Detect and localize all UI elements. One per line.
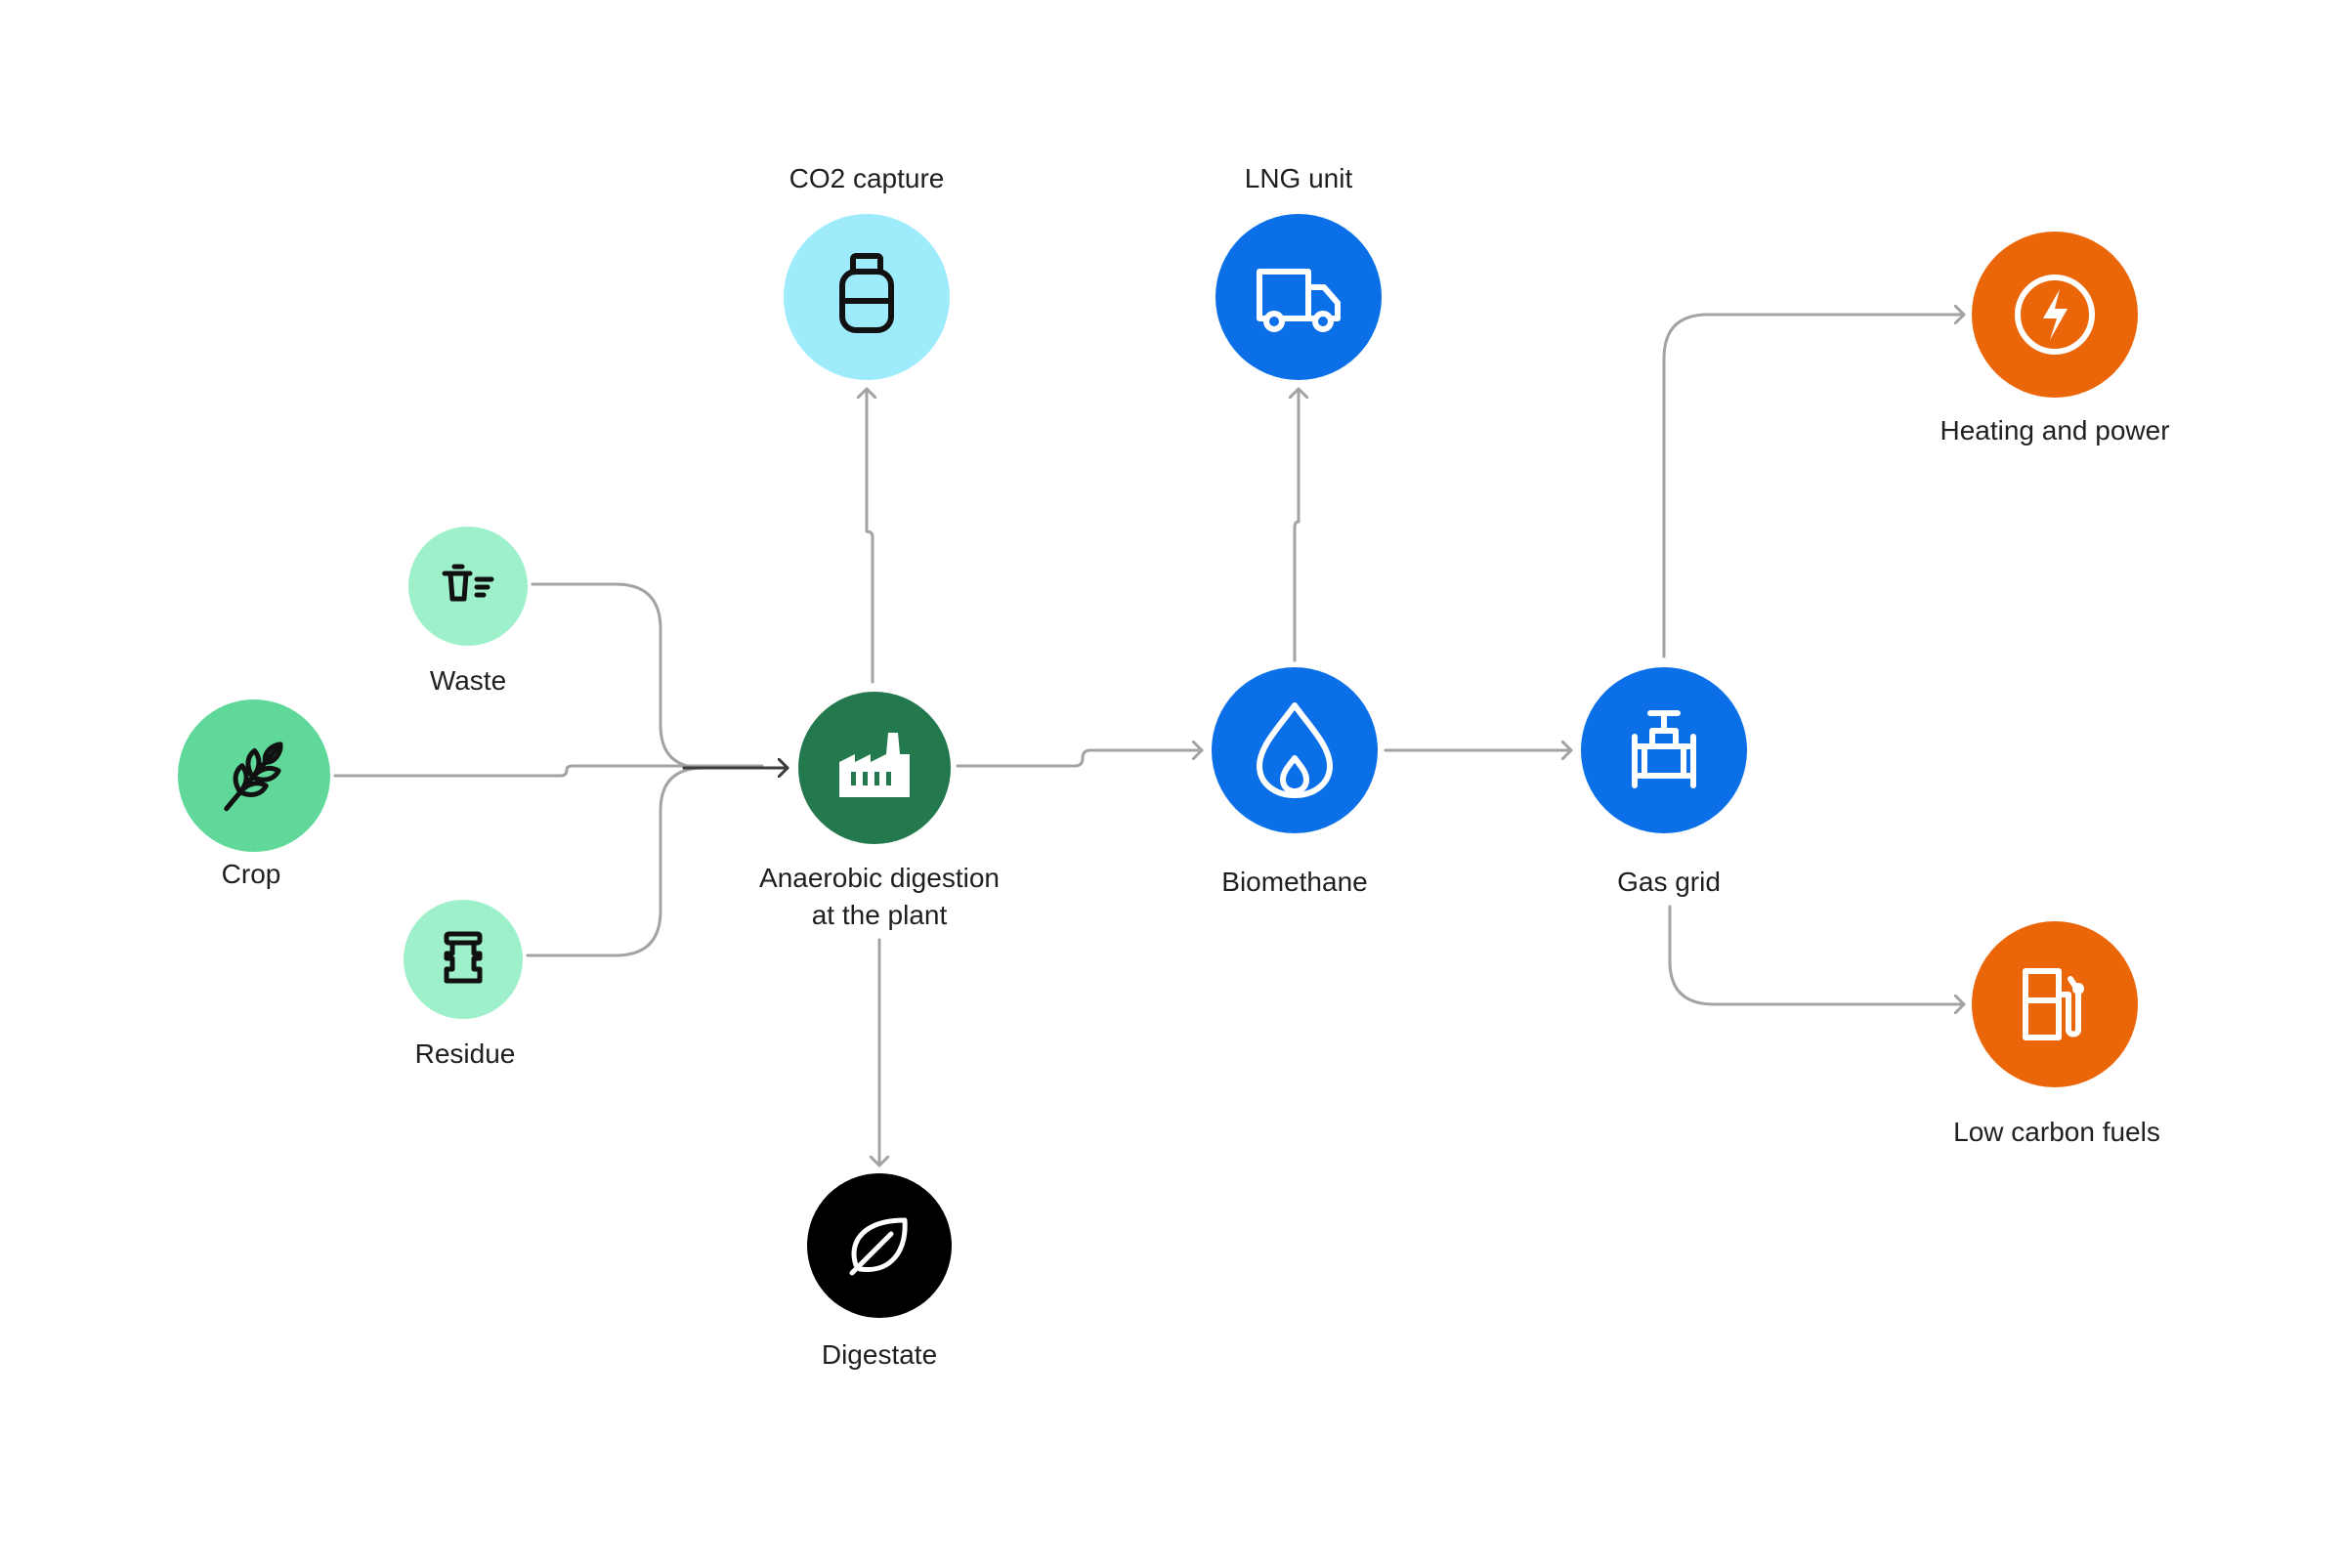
low-carbon-fuels-label: Low carbon fuels [1953,1117,2160,1147]
heating-and-power-node [1972,232,2138,398]
digestate-label: Digestate [821,1339,938,1370]
connector-residue-to-plant [526,766,764,957]
crop-label: Crop [221,859,281,889]
wheat-icon [224,742,283,812]
co2-capture-node [784,214,950,380]
leaf-icon [849,1217,908,1276]
plant-label-line1: Anaerobic digestion [759,863,1000,893]
gas-canister-icon [839,253,894,333]
fuel-pump-icon [2023,968,2084,1040]
heating-and-power-label: Heating and power [1940,415,2170,445]
anaerobic-digestion-plant-node [798,692,951,844]
flame-icon [1257,702,1333,798]
connector-biomethane-to-lng [1295,387,1299,662]
residue-icon [444,931,483,984]
crop-node [178,699,330,852]
co2-capture-label: CO2 capture [789,163,945,193]
gas-grid-label: Gas grid [1617,867,1721,897]
connector-waste-to-plant [531,582,764,770]
connector-gasgrid-to-heating [1662,315,1966,658]
lightning-icon [2015,275,2095,355]
residue-node [404,900,523,1019]
pipeline-valve-icon [1632,710,1696,788]
waste-label: Waste [429,665,507,696]
plant-label-line2: at the plant [811,900,948,930]
factory-icon [839,733,910,797]
low-carbon-fuels-node [1972,921,2138,1087]
truck-icon [1257,269,1341,332]
connector-crop-to-plant [333,764,764,778]
waste-node [408,527,528,646]
biomethane-node [1212,667,1378,833]
waste-bin-icon [442,564,494,602]
gas-grid-node [1581,667,1747,833]
connector-plant-to-co2 [867,387,873,684]
lng-unit-label: LNG unit [1244,163,1353,193]
biomethane-label: Biomethane [1221,867,1368,897]
digestate-node [807,1173,952,1318]
connector-gasgrid-to-fuels [1668,905,1966,1004]
residue-label: Residue [414,1038,516,1069]
lng-unit-node [1215,214,1382,380]
connector-plant-to-biomethane [956,750,1204,768]
